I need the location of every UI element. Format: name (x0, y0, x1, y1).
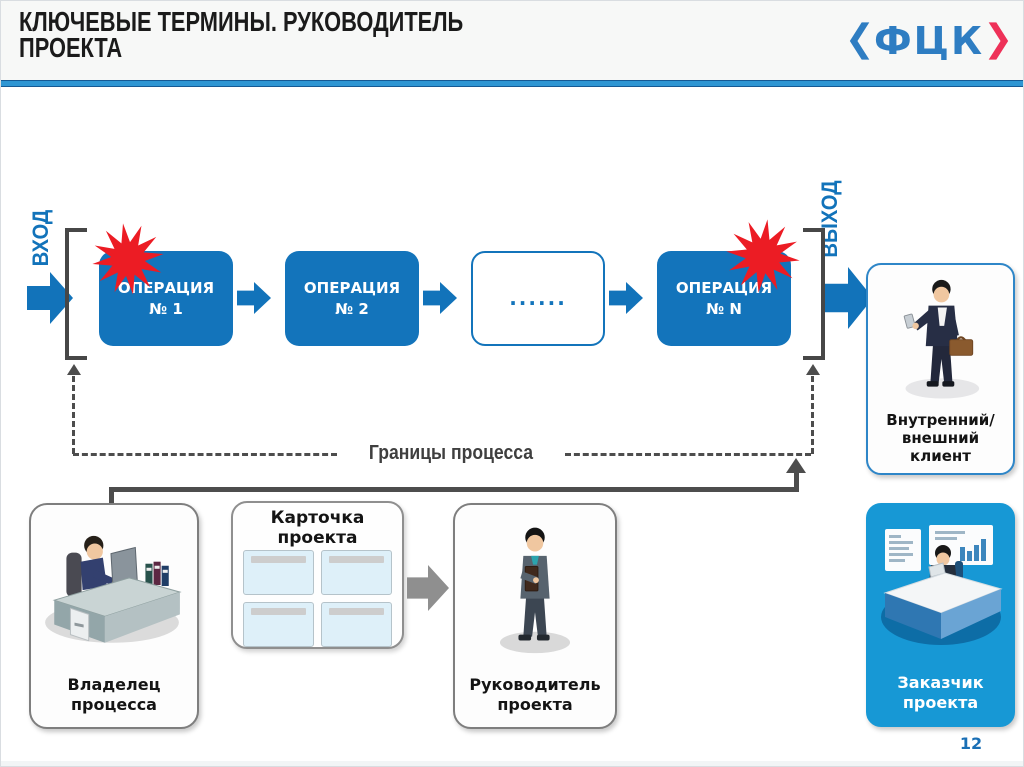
header-separator-line (1, 80, 1023, 87)
slide-title-line1: КЛЮЧЕВЫЕ ТЕРМИНЫ. РУКОВОДИТЕЛЬ (19, 6, 464, 37)
customer-label-line2: проекта (902, 693, 979, 712)
project-card-item-bar (329, 556, 384, 563)
boundary-up-arrow-icon (67, 364, 81, 375)
boundary-label: Границы процесса (368, 442, 534, 464)
project-card-grid (243, 550, 392, 647)
client-label-line2: внешний (901, 429, 980, 447)
page-number: 12 (959, 734, 983, 753)
starburst-icon (92, 223, 164, 295)
logo-text: ФЦК (874, 19, 984, 63)
project-manager-illustration (499, 527, 571, 654)
owner-label-line2: процесса (71, 695, 157, 714)
owner-label-line1: Владелец (67, 675, 161, 694)
operation-ellipsis-box: ...... (471, 251, 605, 346)
project-card-item (321, 550, 392, 595)
operation-1-line2: № 1 (149, 299, 183, 318)
process-owner-label: Владелец процесса (31, 675, 197, 715)
project-card-title-line1: Карточка (270, 508, 365, 528)
project-manager-label: Руководитель проекта (455, 675, 615, 715)
owner-connector-arrow-icon (786, 458, 806, 473)
operation-1-box: ОПЕРАЦИЯ № 1 (99, 251, 233, 346)
project-manager-card: Руководитель проекта (453, 503, 617, 729)
boundary-dashed-line (811, 376, 814, 454)
fck-logo: ФЦК (849, 15, 1009, 67)
project-card-item-bar (251, 608, 306, 615)
client-label-line3: клиент (910, 447, 971, 465)
operation-n-line2: № N (706, 299, 742, 318)
project-customer-label: Заказчик проекта (868, 673, 1013, 713)
project-customer-illustration (881, 525, 1003, 645)
client-label-line1: Внутренний/ (886, 411, 995, 429)
boundary-dashed-line (73, 453, 337, 456)
boundary-up-arrow-icon (806, 364, 820, 375)
operation-n-line1: ОПЕРАЦИЯ (675, 278, 773, 297)
operation-1-line1: ОПЕРАЦИЯ (117, 278, 215, 297)
project-card-item (243, 602, 314, 647)
operation-2-box: ОПЕРАЦИЯ № 2 (285, 251, 419, 346)
project-card-title: Карточка проекта (233, 508, 402, 548)
input-label: ВХОД (28, 209, 53, 267)
owner-connector-line (794, 472, 799, 492)
left-bracket (65, 228, 87, 360)
chain-arrow-icon (609, 282, 643, 314)
chain-arrow-icon (237, 282, 271, 314)
manager-label-line2: проекта (497, 695, 573, 714)
boundary-dashed-line (72, 376, 75, 454)
owner-connector-line (109, 487, 799, 492)
operation-2-line1: ОПЕРАЦИЯ (303, 278, 401, 297)
boundary-dashed-line (565, 453, 811, 456)
process-owner-card: Владелец процесса (29, 503, 199, 729)
project-card-arrow-icon (407, 565, 449, 611)
starburst-icon (726, 219, 800, 293)
project-card-item-bar (329, 608, 384, 615)
logo-right-chevron-icon (988, 22, 1009, 60)
operation-ellipsis: ...... (509, 286, 567, 310)
client-card: Внутренний/ внешний клиент (866, 263, 1015, 475)
project-customer-card: Заказчик проекта (866, 503, 1015, 727)
process-owner-illustration (45, 535, 182, 643)
project-card-box: Карточка проекта (231, 501, 404, 649)
project-card-item-bar (251, 556, 306, 563)
logo-left-chevron-icon (849, 22, 870, 60)
project-card-item (243, 550, 314, 595)
slide-header: КЛЮЧЕВЫЕ ТЕРМИНЫ. РУКОВОДИТЕЛЬ ПРОЕКТА Ф… (1, 1, 1023, 80)
owner-connector-line (109, 487, 114, 504)
client-illustration (903, 279, 980, 399)
project-card-item (321, 602, 392, 647)
right-bracket (803, 228, 825, 360)
customer-label-line1: Заказчик (897, 673, 984, 692)
chain-arrow-icon (423, 282, 457, 314)
operation-2-line2: № 2 (335, 299, 369, 318)
project-card-title-line2: проекта (277, 528, 358, 548)
bottom-strip (1, 761, 1023, 766)
manager-label-line1: Руководитель (469, 675, 601, 694)
client-card-label: Внутренний/ внешний клиент (868, 411, 1013, 465)
slide-title: КЛЮЧЕВЫЕ ТЕРМИНЫ. РУКОВОДИТЕЛЬ ПРОЕКТА (19, 6, 464, 63)
slide-title-line2: ПРОЕКТА (19, 32, 123, 63)
